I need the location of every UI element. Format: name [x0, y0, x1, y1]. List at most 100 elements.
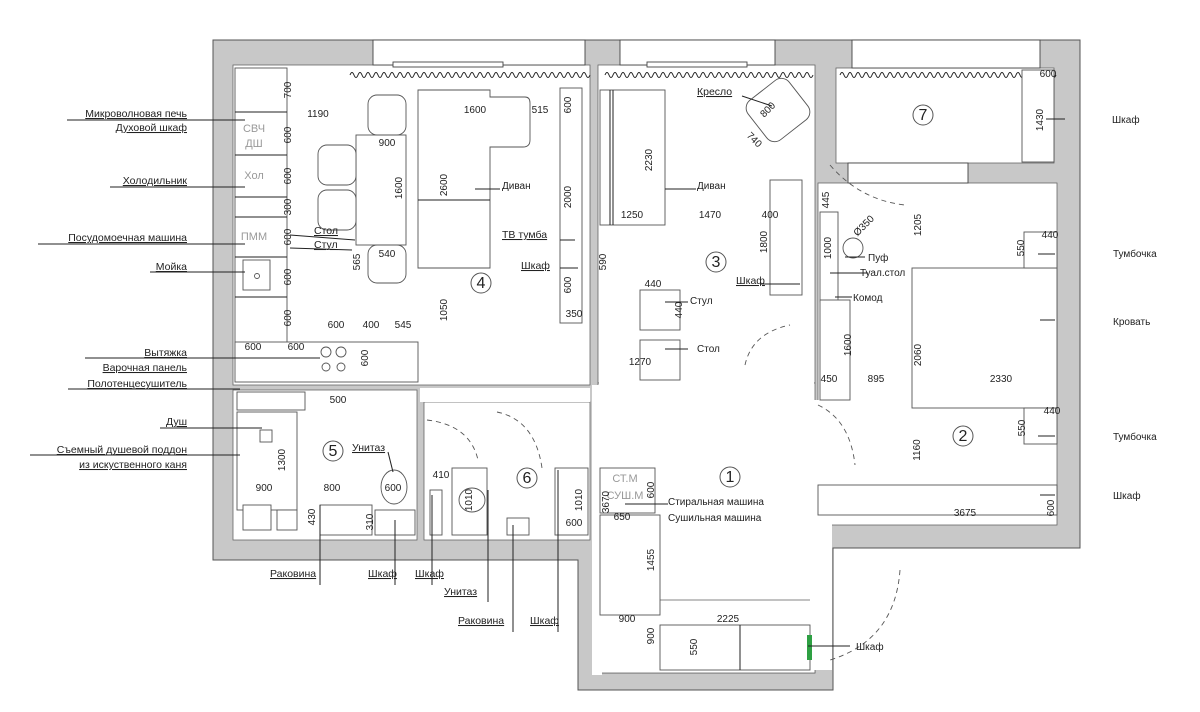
- dimension: 900: [379, 138, 396, 149]
- dresser: [819, 299, 851, 401]
- dimension: 450: [821, 374, 838, 385]
- dimension: 1600: [464, 105, 487, 116]
- callout-label: Съемный душевой поддон: [57, 444, 187, 456]
- dimension: 545: [395, 320, 412, 331]
- appliance-label: СВЧ: [243, 123, 265, 135]
- room-number-circle: [912, 104, 934, 126]
- dimension: 400: [363, 320, 380, 331]
- kitchen-counter: [234, 67, 288, 359]
- leader-line: [387, 451, 394, 473]
- furniture-label: Пуф: [868, 252, 888, 264]
- room-number-circle: [470, 272, 492, 294]
- wardrobe: [769, 179, 803, 296]
- room-7-furniture: [1021, 69, 1055, 163]
- dimension: 600: [283, 228, 294, 245]
- sink-6: [506, 517, 530, 536]
- room-number: 5: [329, 443, 338, 460]
- callout-label: Полотенцесушитель: [87, 378, 187, 390]
- balcony-door: [847, 162, 969, 184]
- furniture-label: Унитаз: [352, 442, 385, 454]
- callout-label: Шкаф: [415, 568, 444, 580]
- nightstand: [1023, 231, 1058, 269]
- callout-label: Холодильник: [123, 175, 188, 187]
- dimension: 900: [256, 483, 273, 494]
- dimension: 700: [283, 81, 294, 98]
- dimension: 1010: [574, 488, 585, 511]
- burner: [320, 346, 332, 358]
- nightstand: [1023, 407, 1058, 445]
- appliance-label: Хол: [244, 170, 264, 182]
- bathroom-6-furniture: [426, 411, 589, 536]
- dimension: 310: [365, 513, 376, 530]
- room-4-area: [232, 64, 591, 386]
- dimension: 515: [532, 105, 549, 116]
- windows: [372, 39, 1041, 184]
- dimension: 800: [324, 483, 341, 494]
- appliance-label: СТ.М: [612, 473, 637, 485]
- leader-line: [289, 247, 353, 251]
- cabinet: [554, 467, 589, 536]
- armchair: [745, 77, 811, 143]
- dimension: 900: [619, 614, 636, 625]
- dimension: 440: [674, 301, 685, 318]
- furniture-label: Шкаф: [1113, 490, 1141, 502]
- chair: [639, 289, 681, 331]
- room-number: 6: [523, 470, 532, 487]
- dimension: 3670: [601, 490, 612, 513]
- bed: [911, 267, 1058, 409]
- dimension: 590: [598, 253, 609, 270]
- furniture-label: Шкаф: [521, 260, 550, 272]
- dimension: 600: [245, 342, 262, 353]
- door-swing: [426, 419, 479, 461]
- dimension: 600: [283, 309, 294, 326]
- dimension: 550: [1016, 239, 1027, 256]
- dimension: 600: [283, 167, 294, 184]
- furniture-label: Кресло: [697, 86, 732, 98]
- callout-label: Посудомоечная машина: [68, 232, 187, 244]
- bedroom-wardrobe: [817, 484, 1058, 516]
- dimension: 1430: [1035, 108, 1046, 131]
- chair: [317, 144, 357, 186]
- chair: [317, 189, 357, 231]
- curtain: [604, 72, 814, 78]
- shower-tray: [236, 411, 298, 511]
- furniture-label: Сушильная машина: [668, 513, 762, 524]
- dining-table: [355, 134, 407, 246]
- dimension: 650: [614, 512, 631, 523]
- dimension: 600: [646, 481, 657, 498]
- furniture-label: Тумбочка: [1113, 248, 1157, 260]
- dimension: 1160: [912, 439, 923, 461]
- furniture-label: Стиральная машина: [668, 497, 764, 508]
- room-2-furniture: [817, 164, 1058, 516]
- furniture-label: Стул: [690, 296, 713, 307]
- window-sill: [392, 61, 504, 68]
- dimension: 600: [360, 349, 371, 366]
- dimension: 1205: [913, 213, 924, 236]
- curtain: [839, 72, 1057, 78]
- cabinet: [429, 489, 443, 536]
- leader-line: [741, 95, 773, 107]
- dimension: 300: [283, 198, 294, 215]
- dimension: 1800: [759, 230, 770, 253]
- dimension: 430: [307, 508, 318, 525]
- room-7-area: [835, 67, 1055, 164]
- dimension: 440: [1042, 230, 1059, 241]
- dimension: 1270: [629, 357, 652, 368]
- dimension: 1455: [646, 548, 657, 571]
- furniture-label: Диван: [502, 181, 531, 192]
- furniture-label: Тумбочка: [1113, 431, 1157, 443]
- dimension: 440: [645, 279, 662, 290]
- green-marker: [807, 635, 812, 660]
- cabinet: [276, 509, 298, 531]
- room-number: 7: [919, 107, 928, 124]
- dimension: 440: [1044, 406, 1061, 417]
- callout-label: Микроволновая печь: [85, 108, 187, 120]
- dimension: 2000: [563, 185, 574, 208]
- room-number-circle: [322, 440, 344, 462]
- appliance-label: ДШ: [245, 138, 263, 150]
- dimension: 1470: [699, 210, 722, 221]
- dimension: 410: [433, 470, 450, 481]
- furniture-label: Туал.стол: [860, 268, 905, 279]
